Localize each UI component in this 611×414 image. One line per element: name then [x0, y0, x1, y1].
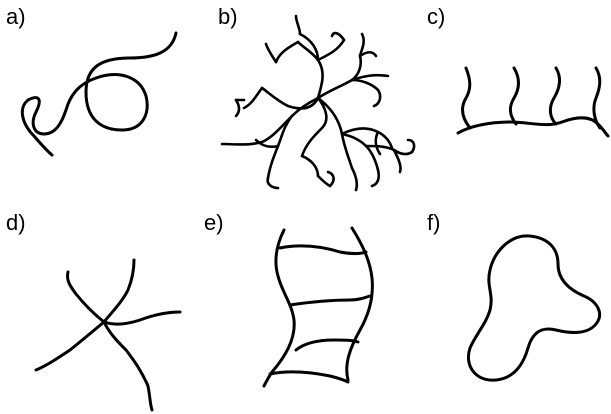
panel-label-a: a) — [6, 4, 26, 29]
linear-chain-diagram — [22, 33, 176, 155]
panel-label-c: c) — [427, 4, 445, 29]
ladder-polymer-diagram — [264, 228, 372, 386]
comb-polymer-diagram — [458, 68, 608, 136]
panel-label-f: f) — [427, 210, 440, 235]
ring-polymer-diagram — [468, 236, 599, 380]
hyperbranched-polymer-diagram — [222, 16, 414, 190]
panel-label-d: d) — [6, 210, 26, 235]
panel-label-b: b) — [218, 4, 238, 29]
panel-label-e: e) — [204, 210, 224, 235]
star-polymer-diagram — [36, 260, 180, 410]
